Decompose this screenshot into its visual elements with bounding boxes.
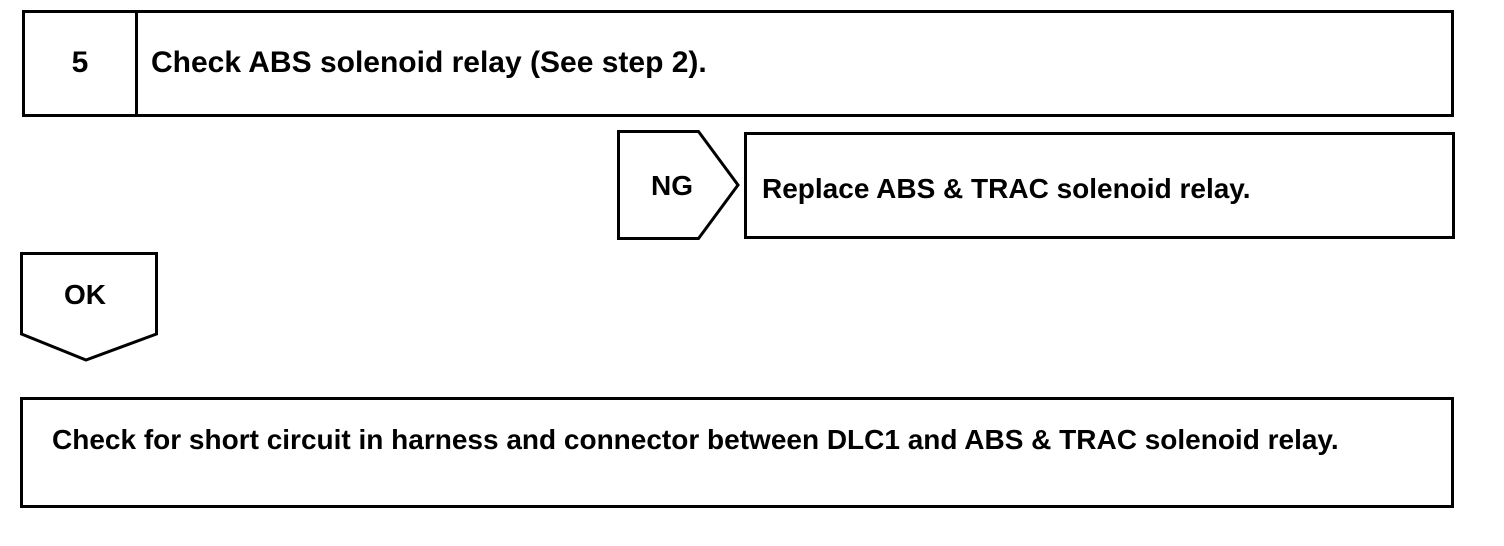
- step-divider: [135, 13, 138, 114]
- ng-result-box: Replace ABS & TRAC solenoid relay.: [744, 132, 1455, 239]
- step-number: 5: [71, 46, 89, 79]
- step-instruction: Check ABS solenoid relay (See step 2).: [151, 46, 707, 79]
- ng-label: NG: [651, 170, 693, 201]
- ok-arrow-shape: [20, 252, 158, 362]
- next-action-box: Check for short circuit in harness and c…: [20, 397, 1454, 508]
- ok-label: OK: [64, 279, 106, 310]
- step-box: 5 Check ABS solenoid relay (See step 2).: [22, 10, 1454, 117]
- ng-arrow-shape: [617, 130, 740, 240]
- next-action-text: Check for short circuit in harness and c…: [52, 424, 1339, 455]
- ng-result-text: Replace ABS & TRAC solenoid relay.: [762, 173, 1251, 204]
